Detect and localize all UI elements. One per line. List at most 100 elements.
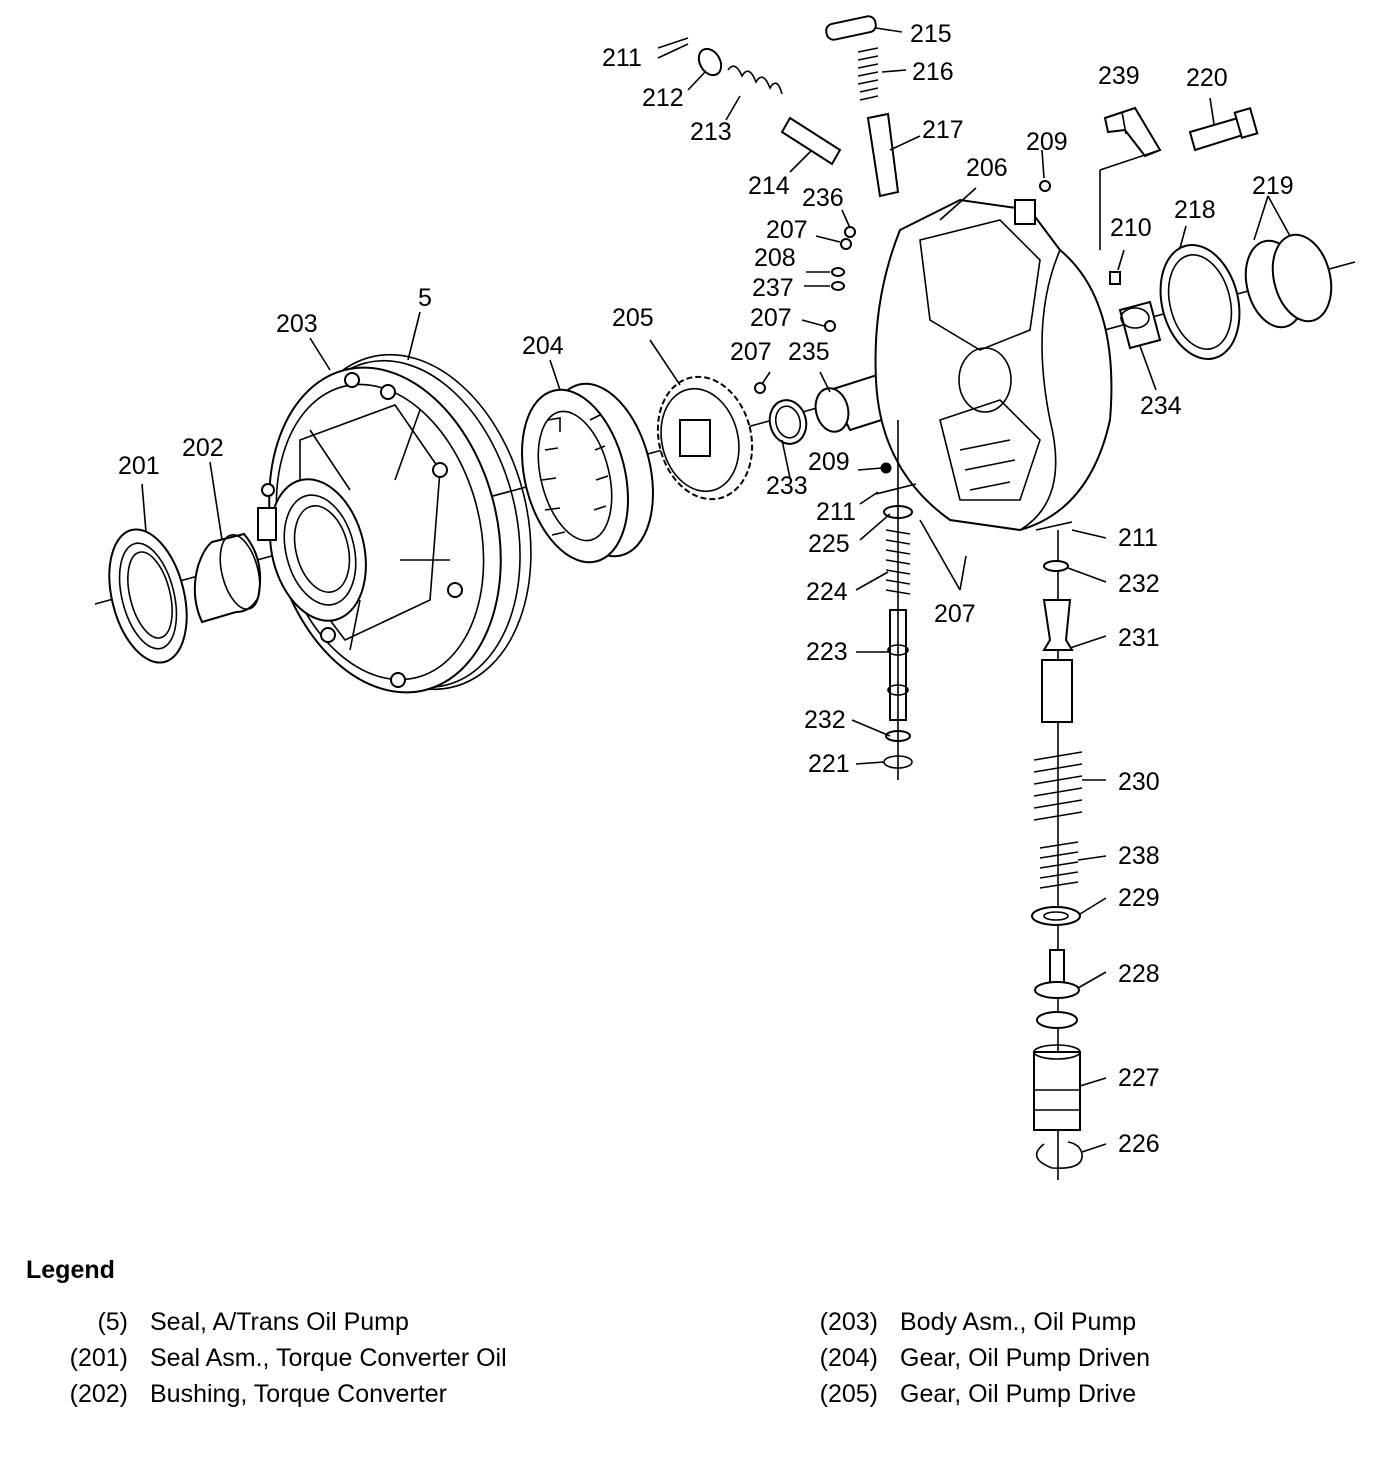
callout-5: 5 [418,284,432,312]
callout-238: 238 [1118,842,1160,870]
callout-207-b: 207 [750,304,792,332]
legend-item-number: (202) [69,1379,128,1408]
part-229-washer [1031,906,1081,926]
part-211-pin-right [1035,521,1073,531]
legend-item-text: Seal Asm., Torque Converter Oil [150,1343,507,1372]
legend-item-text: Bushing, Torque Converter [150,1379,447,1408]
legend-title: Legend [26,1256,115,1284]
callout-227: 227 [1118,1064,1160,1092]
callout-204: 204 [522,332,564,360]
part-206-pump-cover [874,198,1113,532]
callout-232-right: 232 [1118,570,1160,598]
callout-209-top: 209 [1026,128,1068,156]
part-214-valve [780,116,842,166]
part-213-spring [727,65,783,95]
part-239-clip [1103,106,1162,158]
part-228-valve [1034,949,1080,1029]
legend-item-number: (204) [819,1343,878,1372]
part-231-valve [1041,599,1074,723]
callout-205: 205 [612,304,654,332]
part-233-bushing [768,399,808,445]
part-215-pin [825,15,877,41]
legend-item-text: Gear, Oil Pump Driven [900,1343,1151,1372]
part-219-seal-rings [1244,233,1333,329]
part-226-snap-ring [1035,1141,1083,1170]
part-217-valve [866,112,900,198]
callout-207-d: 207 [934,600,976,628]
callout-215: 215 [910,20,952,48]
callout-206: 206 [966,154,1008,182]
legend-item-number: (201) [69,1343,128,1372]
part-218-washer [1159,243,1241,361]
callout-213: 213 [690,118,732,146]
part-204-driven-gear [521,382,654,564]
callout-224: 224 [806,578,848,606]
callout-230: 230 [1118,768,1160,796]
callout-207-c: 207 [730,338,772,366]
callout-211-left: 211 [816,498,856,526]
callout-211-top: 211 [602,44,642,72]
part-234-bushing [1118,300,1162,350]
part-201-seal [108,528,188,664]
part-211-pin-upper [657,37,689,49]
legend-column-left: (5) Seal, A/Trans Oil Pump (201) Seal As… [40,1304,507,1412]
part-212-plug [697,47,723,77]
legend-item: (204) Gear, Oil Pump Driven [790,1340,1150,1376]
legend-item-text: Seal, A/Trans Oil Pump [150,1307,409,1336]
part-227-sleeve [1033,1044,1081,1131]
callout-225: 225 [808,530,850,558]
part-202-bushing [193,532,262,624]
legend-item: (5) Seal, A/Trans Oil Pump [40,1304,507,1340]
callout-218: 218 [1174,196,1216,224]
callout-217: 217 [922,116,964,144]
callout-237: 237 [752,274,794,302]
part-211-pin-left [875,483,917,495]
callout-209-mid: 209 [808,448,850,476]
callout-221: 221 [808,750,850,778]
callout-236: 236 [802,184,844,212]
part-232-ring-right [1043,560,1069,572]
part-205-drive-gear [656,375,754,501]
legend-item: (205) Gear, Oil Pump Drive [790,1376,1150,1412]
callout-233: 233 [766,472,808,500]
callout-229: 229 [1118,884,1160,912]
callout-208: 208 [754,244,796,272]
callout-239: 239 [1098,62,1140,90]
legend-column-right: (203) Body Asm., Oil Pump (204) Gear, Oi… [790,1304,1150,1412]
callout-210: 210 [1110,214,1152,242]
exploded-parts-diagram: 211 212 213 214 215 216 217 236 207 208 … [94,15,1356,1180]
callout-212: 212 [642,84,684,112]
legend-item: (201) Seal Asm., Torque Converter Oil [40,1340,507,1376]
callout-226: 226 [1118,1130,1160,1158]
small-parts-cover [754,180,1121,474]
callout-202: 202 [182,434,224,462]
legend-item-text: Gear, Oil Pump Drive [900,1379,1137,1408]
part-238-spring [1039,841,1079,889]
legend-item-number: (5) [97,1307,128,1336]
callout-207-a: 207 [766,216,808,244]
callout-228: 228 [1118,960,1160,988]
callout-216: 216 [912,58,954,86]
legend-item: (203) Body Asm., Oil Pump [790,1304,1150,1340]
callout-232-left: 232 [804,706,846,734]
callout-219: 219 [1252,172,1294,200]
callout-203: 203 [276,310,318,338]
part-220-bolt [1188,107,1259,152]
legend-item: (202) Bushing, Torque Converter [40,1376,507,1412]
legend-item-number: (203) [819,1307,878,1336]
callout-235: 235 [788,338,830,366]
callout-201: 201 [118,452,160,480]
callout-231: 231 [1118,624,1160,652]
callout-211-right: 211 [1118,524,1158,552]
legend: Legend (5) Seal, A/Trans Oil Pump (201) … [0,1250,1376,1450]
callout-234: 234 [1140,392,1182,420]
legend-item-text: Body Asm., Oil Pump [900,1307,1137,1336]
part-230-spring [1033,751,1083,821]
part-203-pump-body [257,366,502,694]
callout-223: 223 [806,638,848,666]
callout-labels: 211 212 213 214 215 216 217 236 207 208 … [118,20,1294,1158]
callout-214: 214 [748,172,790,200]
part-216-spring [857,47,879,101]
legend-item-number: (205) [819,1379,878,1408]
callout-220: 220 [1186,64,1228,92]
